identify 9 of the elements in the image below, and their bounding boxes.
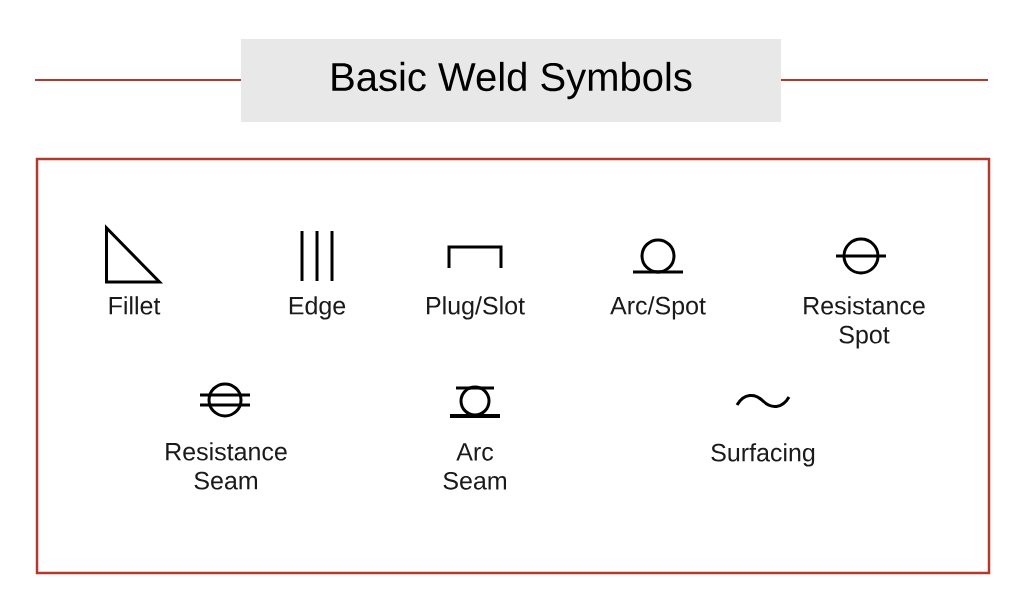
- title-box: Basic Weld Symbols: [241, 39, 781, 122]
- symbol-label: Resistance Spot: [804, 296, 925, 349]
- symbol-label: Surfacing: [711, 443, 815, 467]
- symbol-label: Arc Seam: [443, 443, 506, 490]
- symbol-label: Edge: [289, 296, 346, 320]
- symbol-label: Arc/Spot: [610, 296, 706, 320]
- symbol-label: Plug/Slot: [427, 296, 525, 320]
- symbol-label: Resistance Seam: [166, 442, 287, 490]
- symbol-label: Fillet: [109, 296, 161, 315]
